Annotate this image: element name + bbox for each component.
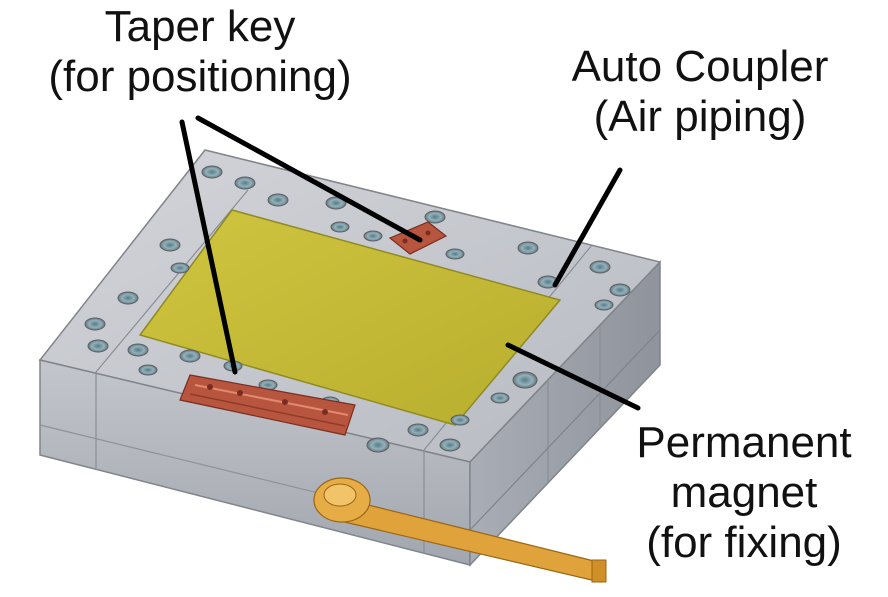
leader-taper-key-front xyxy=(179,119,238,375)
permanent-magnet-surface xyxy=(138,209,562,426)
auto-coupler-purpose: (Air piping) xyxy=(593,92,807,141)
leader-auto-coupler xyxy=(552,167,623,288)
auto-coupler-label: Auto Coupler xyxy=(571,42,829,91)
taper-key-label: Taper key xyxy=(104,2,296,51)
lever-handle xyxy=(313,477,607,583)
taper-key-callout: Taper key (for positioning) xyxy=(0,2,400,102)
leader-lines xyxy=(179,115,641,411)
auto-coupler-callout: Auto Coupler (Air piping) xyxy=(520,42,880,142)
leader-permanent-magnet xyxy=(505,342,641,411)
leader-taper-key-rear xyxy=(195,115,423,243)
permanent-magnet-label-line1: Permanent xyxy=(636,418,852,467)
taper-key-front xyxy=(179,374,356,436)
bolt-holes xyxy=(84,165,631,453)
permanent-magnet-callout: Permanent magnet (for fixing) xyxy=(600,418,888,568)
permanent-magnet-purpose: (for fixing) xyxy=(646,518,842,567)
permanent-magnet-label-line2: magnet xyxy=(670,468,818,517)
taper-key-purpose: (for positioning) xyxy=(48,52,352,101)
